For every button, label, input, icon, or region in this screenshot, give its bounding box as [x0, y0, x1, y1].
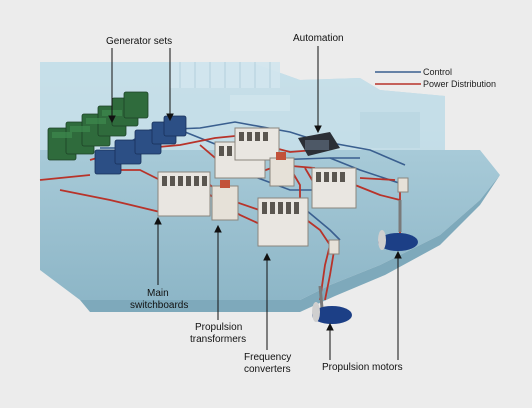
- label-main-switchboards-line2: switchboards: [130, 300, 189, 311]
- legend-power-distribution-label: Power Distribution: [423, 79, 497, 89]
- propulsion-motors: [312, 200, 418, 324]
- label-propulsion-transformers-line2: transformers: [190, 334, 247, 345]
- main-switchboards: [157, 127, 280, 217]
- legend-control-label: Control: [423, 67, 453, 77]
- label-automation: Automation: [293, 33, 344, 44]
- automation-console: [298, 132, 340, 156]
- label-propulsion-motors: Propulsion motors: [322, 362, 403, 373]
- propulsion-transformers: [211, 152, 295, 221]
- label-main-switchboards-line1: Main: [147, 288, 169, 299]
- generator-blue-row: [94, 115, 187, 175]
- label-generator-sets: Generator sets: [106, 36, 173, 47]
- ship-hull: [40, 62, 500, 312]
- label-frequency-converters-line1: Frequency: [244, 352, 292, 363]
- label-propulsion-transformers-line1: Propulsion: [195, 322, 243, 333]
- callout-lines: [108, 46, 402, 360]
- frequency-converters: [257, 167, 357, 247]
- label-frequency-converters-line2: converters: [244, 364, 291, 375]
- generator-sets: [47, 91, 187, 175]
